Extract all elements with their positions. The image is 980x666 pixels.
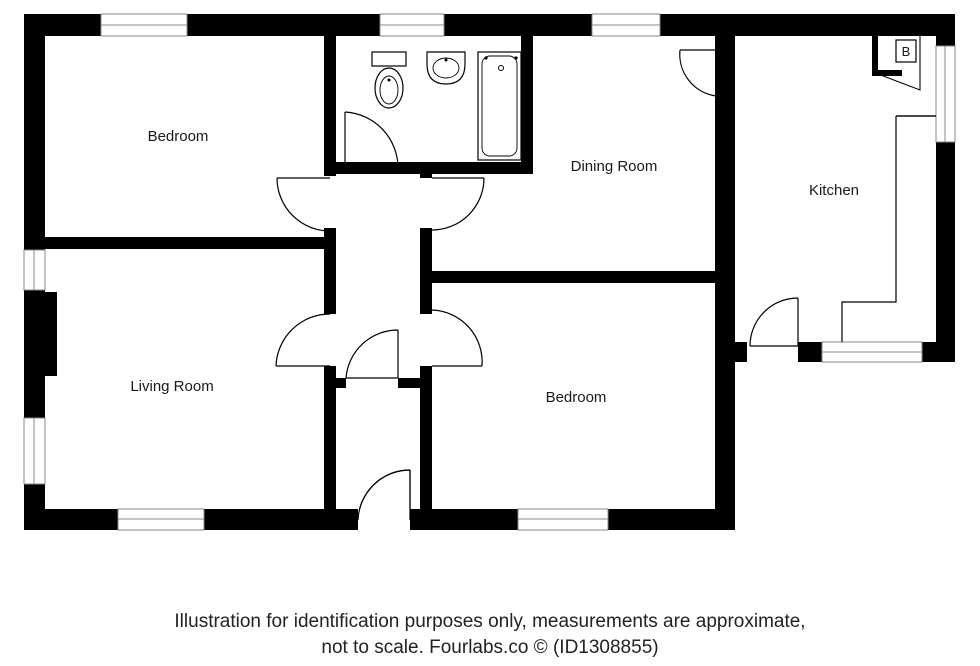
wall-right-middle — [715, 14, 735, 530]
chimney-breast — [45, 292, 57, 376]
disclaimer-line-2: not to scale. Fourlabs.co © (ID1308855) — [321, 637, 659, 658]
wall-bath-dining — [521, 36, 533, 174]
door-dining-kitchen — [679, 49, 717, 97]
wall-hall-right-1 — [420, 162, 432, 178]
door-living — [275, 313, 331, 367]
boiler-cupboard-wall — [872, 30, 878, 74]
disclaimer-line-1: Illustration for identification purposes… — [174, 611, 806, 632]
windows — [23, 13, 956, 531]
wall-kitchen-left-bottom — [735, 342, 747, 362]
wall-hall-right-3 — [420, 366, 432, 529]
boiler-label: B — [902, 44, 911, 59]
boiler-box — [895, 39, 917, 63]
toilet-bowl — [374, 67, 404, 109]
wall-dining-bedroom — [432, 271, 716, 283]
door-bedroom-top — [276, 177, 331, 232]
door-bathroom — [344, 111, 399, 172]
toilet-cistern — [371, 51, 407, 67]
wall-hall-left-2 — [324, 228, 336, 314]
wall-bedroom-living — [45, 237, 335, 249]
boiler-cupboard-bottom — [872, 70, 902, 76]
room-label-living-room: Living Room — [130, 378, 213, 395]
interior-walls — [45, 30, 902, 529]
door-hall-inner — [345, 329, 399, 379]
wall-porch-stub-left — [336, 378, 346, 388]
wall-bathroom-bottom — [336, 162, 531, 174]
wall-hall-left-1 — [324, 36, 336, 176]
bathroom-fixtures — [371, 51, 522, 161]
door-dining — [431, 177, 485, 231]
door-bedroom-bottom — [431, 309, 483, 367]
wall-hall-right-2 — [420, 228, 432, 314]
front-door-gap — [358, 509, 410, 530]
wall-porch-stub-right — [398, 378, 420, 388]
room-label-bedroom-bottom: Bedroom — [546, 389, 607, 406]
room-label-dining-room: Dining Room — [571, 158, 658, 175]
wall-hall-left-3 — [324, 366, 336, 529]
door-kitchen-side — [749, 297, 799, 347]
room-label-bedroom-top: Bedroom — [148, 128, 209, 145]
basin — [426, 51, 466, 85]
room-label-kitchen: Kitchen — [809, 182, 859, 199]
wall-kitchen-left-top — [715, 36, 735, 44]
